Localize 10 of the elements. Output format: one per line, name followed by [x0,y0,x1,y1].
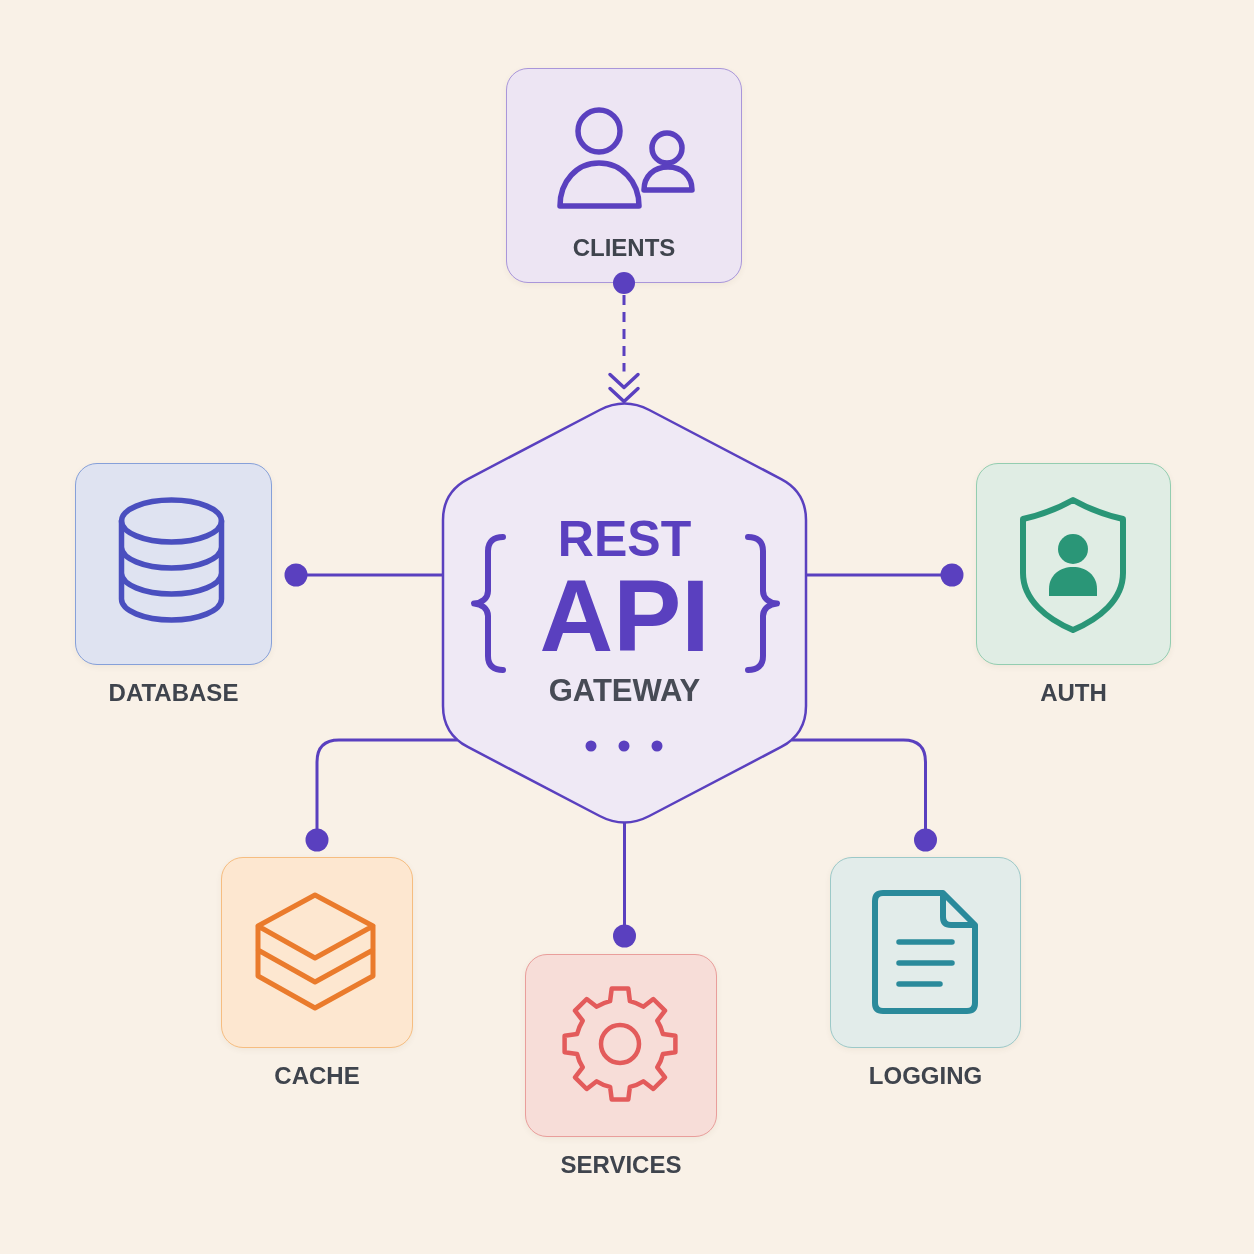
clients-card [506,68,742,283]
node-label: SERVICES [560,1151,682,1179]
node-label: CACHE [274,1062,360,1090]
node-label: CLIENTS [572,234,676,262]
subtitle-text: GATEWAY [548,675,701,706]
node-label: LOGGING [868,1062,983,1090]
title-text: API [539,565,710,667]
node-label: AUTH [1040,679,1107,707]
node-label: DATABASE [108,679,239,707]
overline-text: REST [557,514,692,564]
